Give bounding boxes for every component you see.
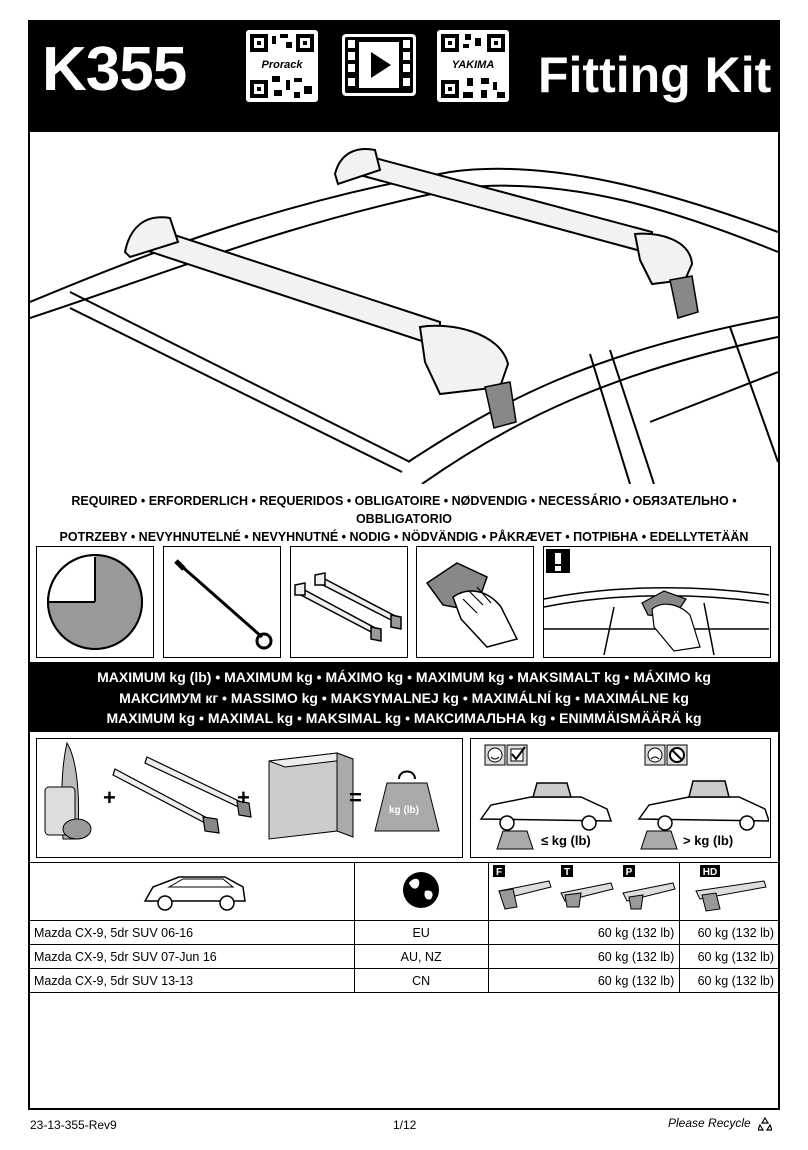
qr-left-label: Prorack — [246, 58, 318, 72]
checkbox-icon — [506, 744, 528, 766]
table-header-row: F T P HD — [28, 862, 780, 921]
hd-load-cell: 60 kg (132 lb) — [679, 920, 780, 945]
recycle-icon — [757, 1116, 773, 1131]
kit-code: K355 — [42, 35, 187, 104]
cleaning-cloth-picture — [416, 546, 534, 658]
max-exceeded-label: > kg (lb) — [683, 833, 734, 848]
maximum-line-1: MAXIMUM kg (lb) • MAXIMUM kg • MÁXIMO kg… — [97, 669, 711, 685]
required-heading: REQUIRED • ERFORDERLICH • REQUERIDOS • O… — [30, 492, 778, 546]
globe-icon — [402, 872, 439, 908]
clock-icon — [47, 554, 143, 650]
maximum-line-3: MAXIMUM kg • MAXIMAL kg • MAKSIMAL kg • … — [106, 710, 702, 726]
document-id: 23-13-355-Rev9 — [30, 1118, 117, 1132]
car-with-load-icon — [479, 780, 771, 831]
vehicle-fitment-table: F T P HD — [28, 862, 780, 993]
recycle-text: Please Recycle — [668, 1116, 751, 1130]
load-rule-box: ≤ kg (lb) > kg (lb) — [470, 738, 771, 858]
ftp-load-cell: 60 kg (132 lb) — [487, 944, 681, 969]
recycle-note: Please Recycle — [668, 1116, 773, 1131]
weight-label: kg (lb) — [389, 805, 419, 816]
roof-bars-picture — [290, 546, 408, 658]
max-ok-label: ≤ kg (lb) — [541, 833, 591, 848]
page-number: 1/12 — [393, 1118, 417, 1132]
luggage-icon — [44, 741, 92, 840]
happy-face-icon — [484, 744, 506, 766]
roof-bars-icon — [112, 756, 252, 834]
prohibited-icon — [666, 744, 688, 766]
hero-illustration — [29, 132, 779, 485]
region-cell: CN — [353, 968, 489, 993]
weight-icon — [374, 770, 440, 832]
vehicle-cell: Mazda CX-9, 5dr SUV 07-Jun 16 — [28, 944, 355, 969]
roof-bars-icon — [294, 572, 402, 642]
vehicle-cell: Mazda CX-9, 5dr SUV 13-13 — [28, 968, 355, 993]
suv-car-icon — [143, 876, 246, 911]
table-row: Mazda CX-9, 5dr SUV 06-16 EU 60 kg (132 … — [28, 920, 780, 945]
ftp-load-cell: 60 kg (132 lb) — [487, 968, 681, 993]
video-film-icon[interactable] — [342, 34, 416, 96]
fitting-kit-box-icon — [268, 752, 354, 840]
qr-right-label: YAKIMA — [437, 58, 509, 72]
required-line-1: REQUIRED • ERFORDERLICH • REQUERIDOS • O… — [71, 494, 737, 526]
load-calculation-box: + + = kg (lb) — [36, 738, 463, 858]
table-row: Mazda CX-9, 5dr SUV 13-13 CN 60 kg (132 … — [28, 968, 780, 993]
torque-tool-picture — [163, 546, 281, 658]
region-cell: EU — [353, 920, 489, 945]
sad-face-icon — [644, 744, 666, 766]
plus-sign: + — [103, 785, 116, 810]
bar-type-hd: HD — [703, 867, 717, 878]
hd-load-cell: 60 kg (132 lb) — [679, 944, 780, 969]
bar-type-f: F — [495, 867, 501, 878]
equals-sign: = — [349, 785, 362, 810]
cloth-hand-icon — [425, 562, 519, 648]
plus-sign: + — [237, 785, 250, 810]
hd-column-header: HD — [679, 862, 780, 921]
bar-type-t: T — [563, 867, 569, 878]
hd-load-cell: 60 kg (132 lb) — [679, 968, 780, 993]
vehicle-column-header — [28, 862, 355, 921]
qr-code-icon[interactable]: Prorack — [246, 30, 318, 102]
tool-key-icon — [174, 559, 273, 650]
region-cell: AU, NZ — [353, 944, 489, 969]
ftp-load-cell: 60 kg (132 lb) — [487, 920, 681, 945]
time-clock-picture — [36, 546, 154, 658]
vehicle-cell: Mazda CX-9, 5dr SUV 06-16 — [28, 920, 355, 945]
clean-roof-warning-picture — [543, 546, 771, 658]
qr-code-icon[interactable]: YAKIMA — [437, 30, 509, 102]
maximum-load-heading: MAXIMUM kg (lb) • MAXIMUM kg • MÁXIMO kg… — [28, 662, 780, 732]
kit-title: Fitting Kit — [538, 47, 772, 103]
region-column-header — [353, 862, 489, 921]
ftp-column-header: F T P — [487, 862, 681, 921]
maximum-line-2: МАКСИМУМ кг • MASSIMO kg • MAKSYMALNEJ k… — [119, 689, 689, 706]
table-row: Mazda CX-9, 5dr SUV 07-Jun 16 AU, NZ 60 … — [28, 944, 780, 969]
bar-type-p: P — [625, 867, 632, 878]
required-line-2: POTRZEBY • NEVYHNUTELNÉ • NEVYHNUTNÉ • N… — [59, 530, 749, 544]
